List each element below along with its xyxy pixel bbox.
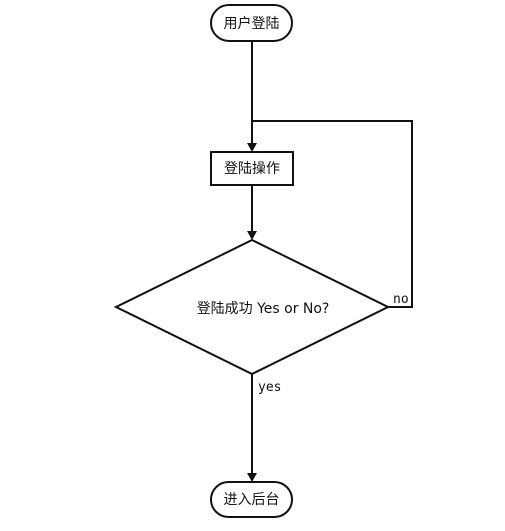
login-process-label: 登陆操作 (224, 161, 280, 177)
start-node: 用户登陆 (210, 4, 293, 42)
end-node-label: 进入后台 (224, 492, 280, 508)
edge-yes-label: yes (258, 380, 281, 395)
start-node-label: 用户登陆 (224, 15, 280, 32)
edge-no-loop-back (252, 120, 413, 308)
end-node-shape (210, 481, 293, 518)
decision-node: 登陆成功 Yes or No? (113, 238, 391, 376)
login-process-node: 登陆操作 (210, 151, 294, 186)
login-process-shape (210, 151, 294, 186)
end-node: 进入后台 (210, 481, 293, 518)
arrowhead-start-to-login (247, 143, 257, 152)
arrowhead-decision-to-end (247, 473, 257, 482)
edge-no-label: no (393, 292, 409, 307)
arrowhead-login-to-decision (247, 231, 257, 240)
decision-label: 登陆成功 Yes or No? (197, 301, 330, 317)
